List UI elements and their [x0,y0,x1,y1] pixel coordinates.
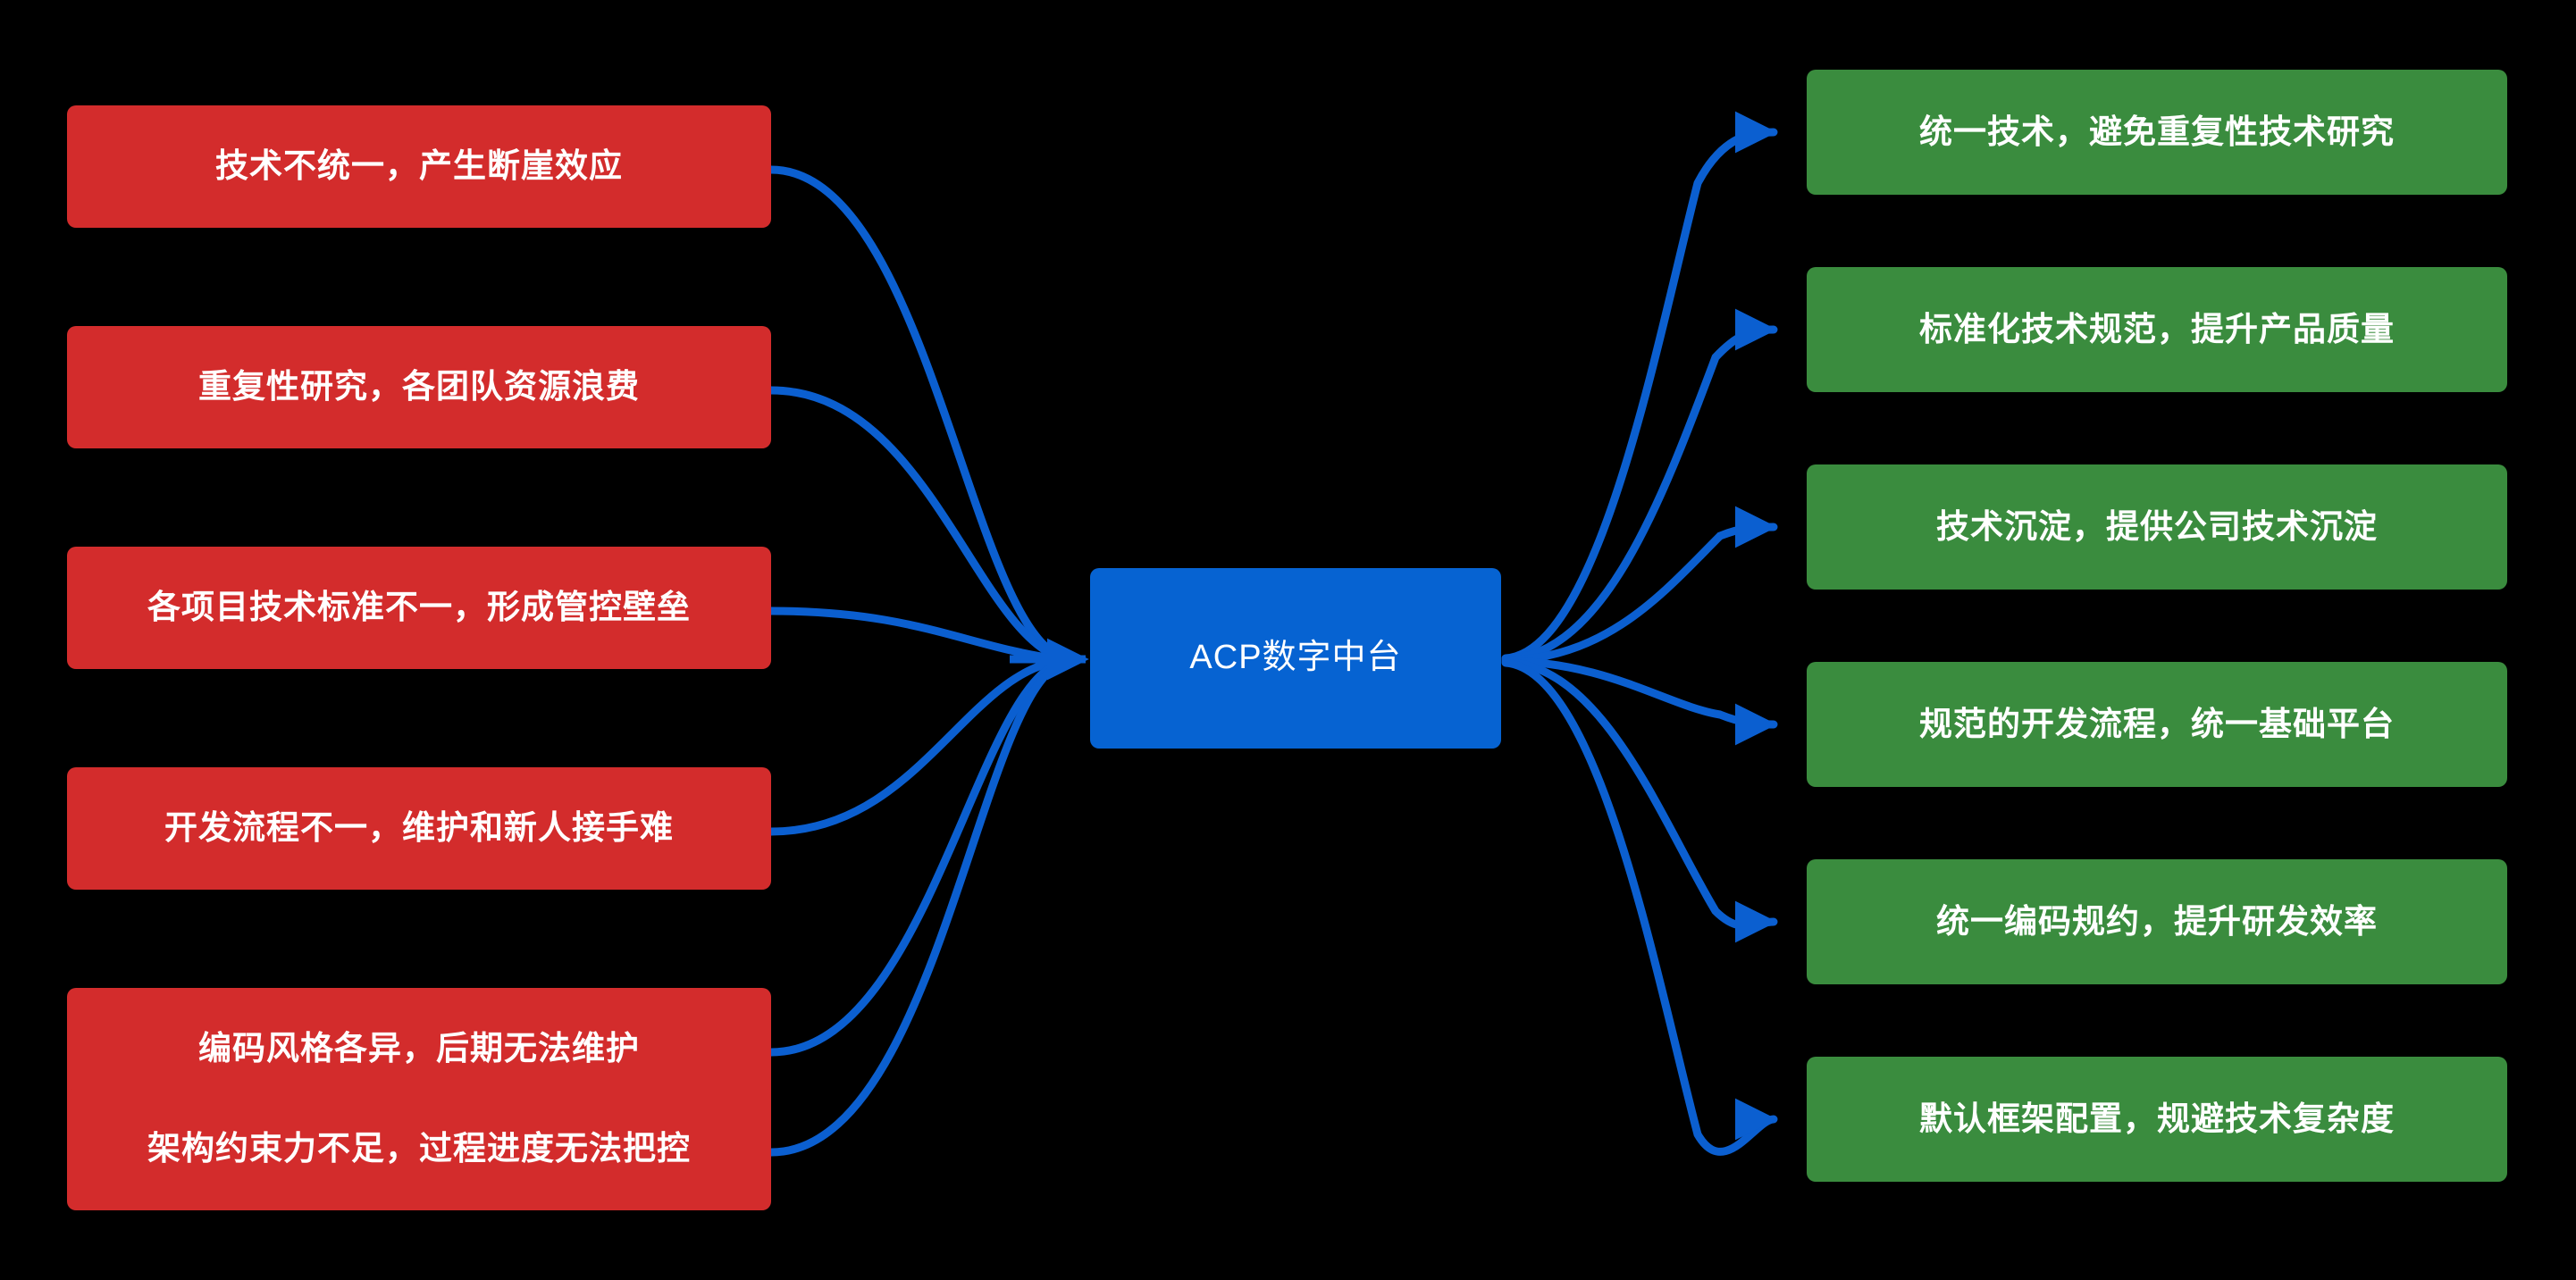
problem-node-2[interactable]: 重复性研究，各团队资源浪费 [67,326,771,448]
problem-node-4[interactable]: 开发流程不一，维护和新人接手难 [67,767,771,890]
problem-node-6[interactable]: 架构约束力不足，过程进度无法把控 [67,1088,771,1210]
benefit-node-6-label: 默认框架配置，规避技术复杂度 [1919,1100,2395,1137]
edge-problem-2 [767,386,1063,662]
edge-problem-3 [767,607,1063,664]
edge-problem-1 [767,165,1063,660]
problem-node-4-label: 开发流程不一，维护和新人接手难 [164,809,674,847]
problem-node-1[interactable]: 技术不统一，产生断崖效应 [67,105,771,228]
edge-benefit-4 [1501,657,1778,746]
benefit-node-4[interactable]: 规范的开发流程，统一基础平台 [1807,662,2507,787]
problem-node-6-label: 架构约束力不足，过程进度无法把控 [147,1130,691,1167]
edges-problems-to-center [767,165,1063,1157]
center-node-label: ACP数字中台 [1189,639,1402,677]
center-node-acp-platform[interactable]: ACP数字中台 [1090,568,1501,749]
benefit-node-3-label: 技术沉淀，提供公司技术沉淀 [1936,507,2378,545]
benefit-node-6[interactable]: 默认框架配置，规避技术复杂度 [1807,1057,2507,1182]
edge-benefit-6 [1501,658,1778,1156]
edge-problem-5 [767,658,1063,1057]
edge-benefit-3 [1501,506,1778,665]
benefit-node-4-label: 规范的开发流程，统一基础平台 [1919,705,2395,742]
benefit-node-1[interactable]: 统一技术，避免重复性技术研究 [1807,70,2507,195]
benefit-node-5[interactable]: 统一编码规约，提升研发效率 [1807,859,2507,984]
problem-node-3[interactable]: 各项目技术标准不一，形成管控壁垒 [67,547,771,669]
edges-center-to-benefits [1501,111,1778,1156]
edge-problem-4 [767,657,1063,836]
problem-node-1-label: 技术不统一，产生断崖效应 [215,147,623,185]
edge-problem-6 [767,660,1063,1157]
benefit-node-1-label: 统一技术，避免重复性技术研究 [1919,113,2395,150]
benefit-node-2[interactable]: 标准化技术规范，提升产品质量 [1807,267,2507,392]
problem-node-3-label: 各项目技术标准不一，形成管控壁垒 [147,589,691,626]
edge-benefit-5 [1501,657,1778,943]
benefit-node-5-label: 统一编码规约，提升研发效率 [1936,902,2378,940]
edge-benefit-1 [1501,111,1778,663]
benefit-node-3[interactable]: 技术沉淀，提供公司技术沉淀 [1807,464,2507,590]
problem-node-5-label: 编码风格各异，后期无法维护 [198,1030,640,1067]
edge-benefit-2 [1501,308,1778,664]
benefit-node-2-label: 标准化技术规范，提升产品质量 [1919,310,2395,347]
problem-node-2-label: 重复性研究，各团队资源浪费 [198,368,640,406]
